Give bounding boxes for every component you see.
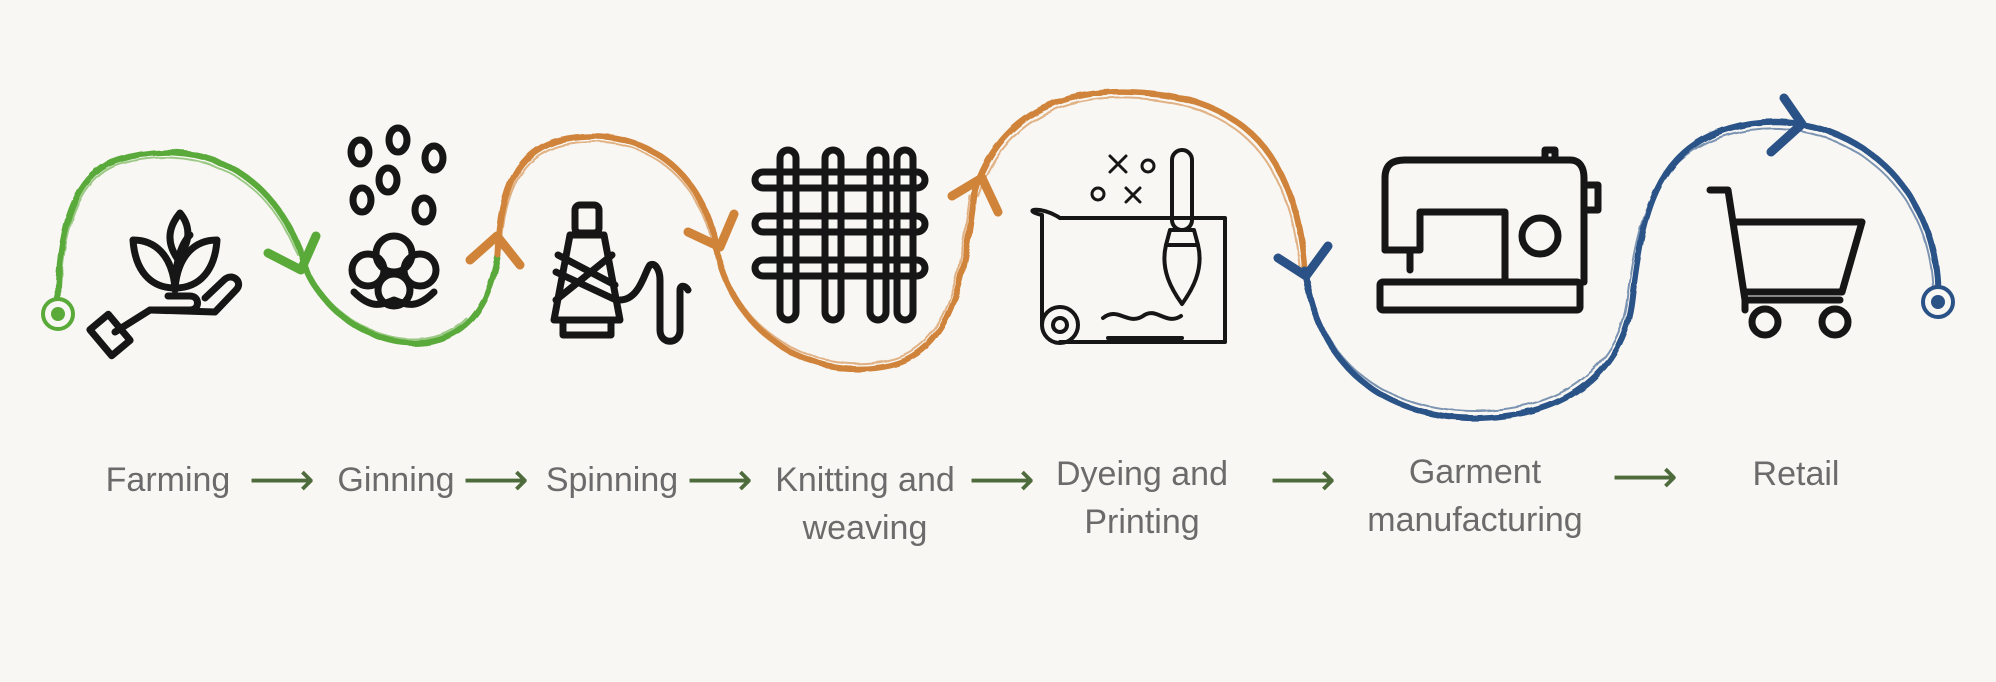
flow-path [55,88,1941,422]
stage-label-spinning: Spinning [546,456,678,504]
end-node-icon [1921,285,1955,319]
chevron-up-icon [947,173,1003,217]
chevron-down-icon [1273,241,1333,281]
plant-in-hand-icon [86,209,243,360]
thread-cone-icon [550,201,692,345]
chevron-up-icon [465,231,525,270]
shopping-cart-icon [1706,186,1866,339]
path-segment-green [55,149,501,346]
stage-label-line: Printing [1084,503,1200,541]
sewing-machine-icon [1376,146,1602,314]
stage-label-line: manufacturing [1367,501,1583,539]
start-node-icon [41,297,75,331]
path-segment-blue [1302,118,1941,422]
stage-label-text: Spinning [545,461,679,499]
stage-label-text: Farming [105,461,231,499]
cotton-boll-icon [347,124,447,310]
chevron-down-icon [263,231,321,275]
stage-label-knitting-and-weaving: Knitting and weaving [775,456,955,552]
stage-label-garment-manufacturing: Garment manufacturing [1367,448,1582,544]
stage-label-line: weaving [802,509,928,547]
flow-arrow-icon: ⟶ [687,453,753,505]
fabric-print-brush-icon [1030,148,1227,345]
direction-chevrons [263,93,1807,281]
stage-label-text: Retail [1752,455,1840,493]
flow-arrow-icon: ⟶ [249,453,315,505]
stage-label-line: Garment [1408,453,1542,491]
flow-arrow-icon: ⟶ [969,453,1035,505]
stage-label-dyeing-and-printing: Dyeing and Printing [1056,450,1228,546]
stage-label-text: Ginning [337,461,455,499]
flow-arrow-icon: ⟶ [1270,453,1336,505]
stage-label-retail: Retail [1753,450,1840,498]
path-segment-orange [495,88,1308,372]
stage-label-ginning: Ginning [337,456,454,504]
chevron-down-icon [683,209,739,252]
stage-label-line: Dyeing and [1055,455,1229,493]
chevron-right-icon [1766,93,1807,157]
woven-mesh-icon [751,146,929,324]
flow-arrow-icon: ⟶ [463,453,529,505]
stage-label-line: Knitting and [775,461,955,499]
flow-arrow-icon: ⟶ [1612,450,1678,502]
stage-label-farming: Farming [106,456,231,504]
